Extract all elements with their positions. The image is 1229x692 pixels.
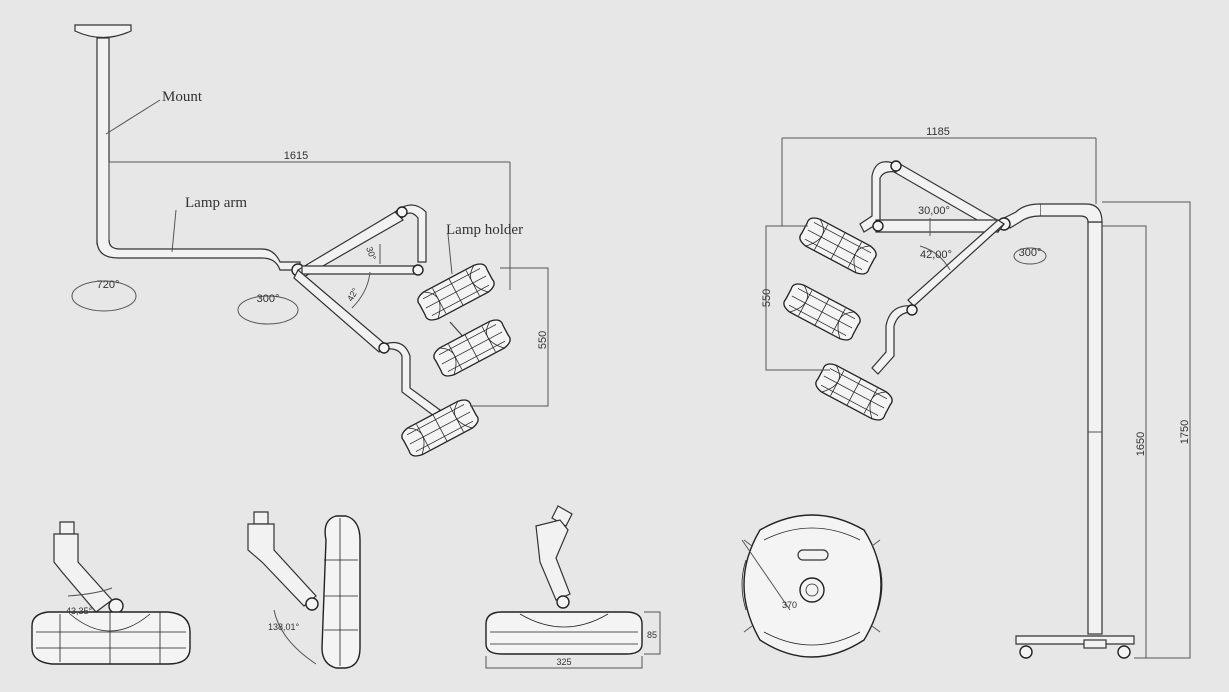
- lamp-head-lower: [398, 395, 482, 461]
- ceiling-mount-plate: [74, 24, 132, 39]
- lamp-arm-pipe: [96, 239, 301, 271]
- dim-height-joint: 1650: [1135, 432, 1147, 456]
- ceiling-lamp-view: 1615 550 30° 42° 720° 300° Mount Lamp ar…: [71, 24, 549, 461]
- lamp-head-middle: [430, 315, 514, 381]
- label-mount: Mount: [162, 89, 203, 105]
- dim-reach-stand: 1185: [926, 126, 950, 138]
- mount-pole: [96, 37, 110, 245]
- rotation-marker-stand: [1013, 247, 1047, 265]
- dim-height-range-stand: 550: [761, 289, 773, 307]
- detail-top-view: 370: [741, 514, 883, 658]
- dim-height-total: 1750: [1179, 420, 1191, 444]
- rotation-base-label: 720°: [97, 279, 120, 291]
- rotation-joint-stand: 300°: [1019, 247, 1042, 259]
- dim-reach-ceiling: 1615: [284, 150, 308, 162]
- detail-swivel-view: 138,01°: [247, 511, 361, 669]
- stand-lamp-view: 1185 550 1650 1750 30,00° 42,00° 300°: [761, 126, 1191, 659]
- lamp-head-upper: [414, 259, 498, 325]
- detail-tilt-angle: 43,35°: [66, 606, 93, 616]
- rotation-marker-joint: [237, 295, 299, 325]
- angle-upper-ceiling: 30°: [364, 245, 378, 262]
- rotation-marker-base: [71, 280, 137, 312]
- rotation-joint-label: 300°: [257, 293, 280, 305]
- detail-tilt-view: 43,35°: [31, 521, 191, 665]
- angle-upper-stand: 30,00°: [918, 205, 950, 217]
- stand-pole: [1087, 221, 1103, 635]
- stand-base: [1015, 635, 1135, 645]
- detail-head-diameter: 370: [782, 600, 797, 610]
- label-lamp-holder: Lamp holder: [446, 222, 523, 238]
- dim-height-range-ceiling: 550: [537, 331, 549, 349]
- stand-lamp-head-middle: [780, 279, 864, 345]
- detail-front-view: 325 85: [485, 505, 661, 669]
- detail-swivel-angle: 138,01°: [268, 622, 300, 632]
- angle-lower-stand: 42,00°: [920, 249, 952, 261]
- label-lamp-arm: Lamp arm: [185, 195, 247, 211]
- detail-head-height: 85: [647, 630, 657, 640]
- detail-head-width: 325: [556, 657, 571, 667]
